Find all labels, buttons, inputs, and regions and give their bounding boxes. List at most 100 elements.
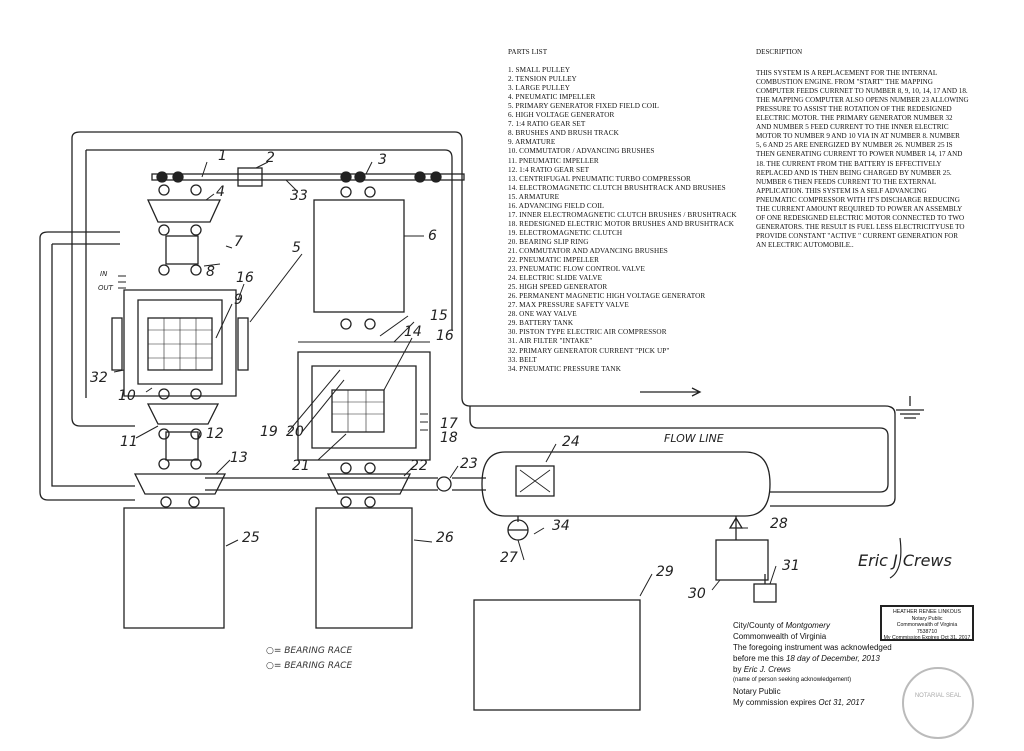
parts-list-item: 3. LARGE PULLEY — [508, 84, 570, 93]
label-33: 33 — [290, 188, 308, 204]
notary-block: City/County of Montgomery Commonwealth o… — [733, 620, 892, 708]
notary-expires: My commission expires — [733, 698, 817, 707]
turbo-compressor-13 — [133, 473, 227, 495]
label-19: 19 — [260, 424, 278, 440]
label-20: 20 — [286, 424, 304, 440]
description-line: AN ELECTRIC AUTOMOBILE.. — [756, 240, 854, 249]
label-6: 6 — [428, 228, 437, 244]
slide-valve — [515, 465, 555, 497]
label-29: 29 — [656, 564, 674, 580]
stamp-name: HEATHER RENEE LINKOUS — [893, 609, 961, 615]
label-34: 34 — [552, 518, 570, 534]
parts-list-item: 19. ELECTROMAGNETIC CLUTCH — [508, 228, 623, 237]
description-line: THEN GENERATING CURRENT TO POWER NUMBER … — [756, 150, 963, 159]
parts-list-item: 12. 1:4 RATIO GEAR SET — [508, 165, 590, 174]
label-27: 27 — [500, 550, 518, 566]
pm-high-voltage-generator — [315, 507, 413, 629]
parts-list-item: 34. PNEUMATIC PRESSURE TANK — [508, 364, 622, 373]
belt — [151, 173, 465, 181]
flow-arrow — [640, 387, 702, 397]
label-16b: 16 — [436, 328, 454, 344]
armature-15 — [331, 389, 385, 433]
notary-name-note: (name of person seeking acknowledgement) — [733, 677, 852, 683]
label-14: 14 — [404, 324, 422, 340]
label-8: 8 — [206, 264, 215, 280]
stamp-reg: 7538710 — [916, 628, 938, 635]
parts-list-item: 32. PRIMARY GENERATOR CURRENT "PICK UP" — [508, 346, 670, 355]
flow-pipe-upper — [469, 406, 889, 493]
label-13: 13 — [230, 450, 248, 466]
parts-list-item: 10. COMMUTATOR / ADVANCING BRUSHES — [508, 147, 655, 156]
description-line: COMPUTER FEEDS CURRNET TO NUMBER 8, 9, 1… — [756, 87, 968, 96]
description-line: ELECTRIC MOTOR. THE PRIMARY GENERATOR NU… — [756, 114, 953, 123]
description-line: AND NUMBER 5 FEED CURRENT TO THE INNER E… — [756, 123, 949, 132]
parts-list-item: 18. REDESIGNED ELECTRIC MOTOR BRUSHES AN… — [508, 219, 735, 228]
air-filter — [753, 583, 777, 603]
left-loop — [39, 231, 135, 501]
gear-set-12 — [165, 431, 199, 461]
parts-list-item: 7. 1:4 RATIO GEAR SET — [508, 120, 586, 129]
label-15: 15 — [430, 308, 448, 324]
pneumatic-impeller-4 — [146, 199, 222, 223]
label-22: 22 — [410, 458, 428, 474]
description-line: MOTOR TO NUMBER 9 AND 10 VIA IN AT NUMBE… — [756, 132, 960, 141]
seal-text: NOTARIAL SEAL — [914, 693, 962, 699]
notary-date: 18 day of December, 2013 — [785, 654, 880, 663]
primary-generator-housing — [123, 289, 237, 397]
notary-city-value: Montgomery — [785, 621, 830, 630]
parts-list-item: 26. PERMANENT MAGNETIC HIGH VOLTAGE GENE… — [508, 292, 706, 301]
notary-expires-value: Oct 31, 2017 — [818, 698, 865, 707]
description-line: GENERATORS. THE RESULT IS FUEL LESS ELEC… — [756, 222, 965, 231]
flow-pipe — [205, 477, 486, 491]
parts-list-item: 1. SMALL PULLEY — [508, 66, 571, 75]
label-1: 1 — [218, 148, 227, 164]
parts-list-item: 8. BRUSHES AND BRUSH TRACK — [508, 129, 619, 138]
label-3: 3 — [378, 152, 387, 168]
notary-seal: NOTARIAL SEAL — [902, 667, 974, 739]
description-line: 5, 6 AND 25 ARE ENERGIZED BY NUMBER 26. … — [756, 141, 953, 150]
parts-list-item: 33. BELT — [508, 355, 537, 364]
description: DESCRIPTION THIS SYSTEM IS A REPLACEMENT… — [756, 48, 978, 250]
notary-city-label: City/County of — [733, 621, 784, 630]
label-18: 18 — [440, 430, 458, 446]
parts-list-item: 21. COMMUTATOR AND ADVANCING BRUSHES — [508, 246, 668, 255]
description-line: PNEUMATIC COMPRESSOR WITH IT'S DISCHARGE… — [756, 195, 960, 204]
electric-motor-housing — [297, 351, 431, 461]
label-17: 17 — [440, 416, 458, 432]
notary-ack: The foregoing instrument was acknowledge… — [733, 643, 892, 652]
label-5: 5 — [292, 240, 301, 256]
parts-list-item: 5. PRIMARY GENERATOR FIXED FIELD COIL — [508, 102, 660, 111]
stamp-expires: My Commission Expires Oct 31, 2017 — [883, 635, 971, 641]
description-line: COMBUSTION ENGINE. FROM "START" THE MAPP… — [756, 78, 933, 87]
pneumatic-impeller-22 — [326, 473, 412, 495]
outer-loop — [71, 131, 463, 427]
label-30: 30 — [688, 586, 706, 602]
label-9: 9 — [234, 292, 243, 308]
label-21: 21 — [292, 458, 310, 474]
label-31: 31 — [782, 558, 800, 574]
parts-list-item: 30. PISTON TYPE ELECTRIC AIR COMPRESSOR — [508, 328, 667, 337]
parts-list-item: 9. ARMATURE — [508, 138, 556, 147]
parts-list-item: 28. ONE WAY VALVE — [508, 310, 577, 319]
high-voltage-generator — [313, 199, 405, 313]
high-speed-generator — [123, 507, 225, 629]
description-title: DESCRIPTION — [756, 48, 803, 56]
label-flow-line: FLOW LINE — [664, 432, 724, 445]
label-11: 11 — [120, 434, 138, 450]
inner-loop — [85, 149, 453, 398]
flow-control-valve — [436, 476, 452, 492]
tension-pulley — [237, 167, 263, 187]
label-16a: 16 — [236, 270, 254, 286]
parts-list-item: 16. ADVANCING FIELD COIL — [508, 201, 605, 210]
ground-symbol — [896, 396, 924, 419]
description-line: OF ONE REDESIGNED ELECTRIC MOTOR CONNECT… — [756, 213, 965, 222]
parts-list-item: 6. HIGH VOLTAGE GENERATOR — [508, 111, 615, 120]
label-25: 25 — [242, 530, 260, 546]
signature: Eric J Crews — [858, 551, 952, 570]
label-7: 7 — [234, 234, 243, 250]
parts-list-item: 25. HIGH SPEED GENERATOR — [508, 283, 608, 292]
description-line: THE MAPPING COMPUTER ALSO OPENS NUMBER 2… — [756, 96, 969, 105]
label-28: 28 — [770, 516, 788, 532]
label-24: 24 — [562, 434, 580, 450]
